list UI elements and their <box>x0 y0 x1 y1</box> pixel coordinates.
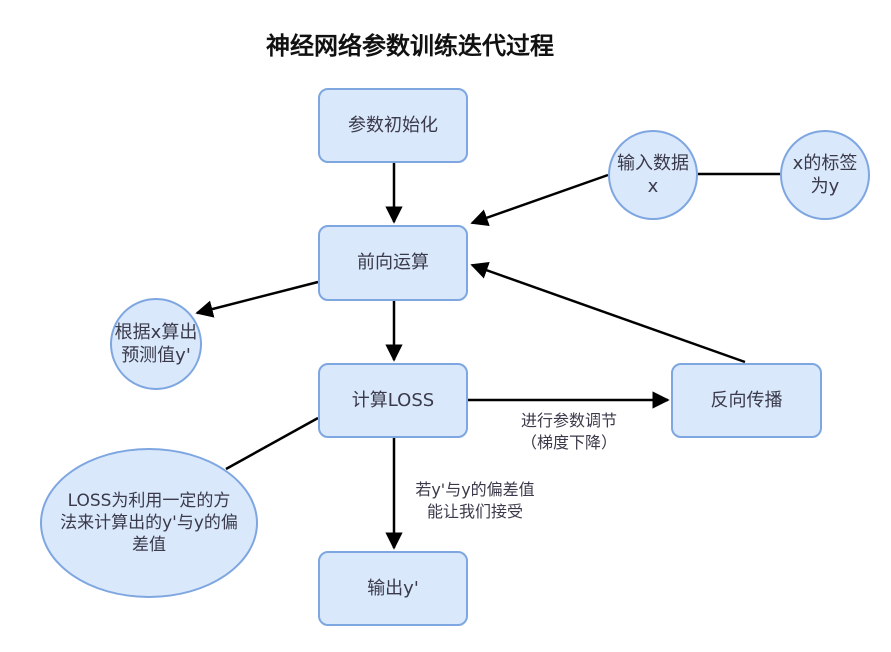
node-input-x: 输入数据 x <box>608 130 698 220</box>
node-forward: 前向运算 <box>318 225 468 301</box>
node-compute-loss: 计算LOSS <box>318 363 468 438</box>
node-output: 输出y' <box>318 551 468 626</box>
node-param-init: 参数初始化 <box>318 88 468 163</box>
edge-backward-forward <box>470 262 746 364</box>
node-label-y: x的标签 为y <box>780 130 870 220</box>
edge-label-param-update: 进行参数调节 （梯度下降） <box>495 410 643 454</box>
diagram-title: 神经网络参数训练迭代过程 <box>266 31 554 60</box>
edge-input-forward <box>470 173 609 227</box>
edge-label-accept: 若y'与y的偏差值 能让我们接受 <box>400 479 550 523</box>
node-loss-description: LOSS为利用一定的方 法来计算出的y'与y的偏 差值 <box>40 448 258 598</box>
edge-forward-predict <box>195 280 319 318</box>
node-backward: 反向传播 <box>671 363 822 438</box>
edge-loss-desc <box>225 416 319 471</box>
node-predict: 根据x算出 预测值y' <box>110 298 202 390</box>
